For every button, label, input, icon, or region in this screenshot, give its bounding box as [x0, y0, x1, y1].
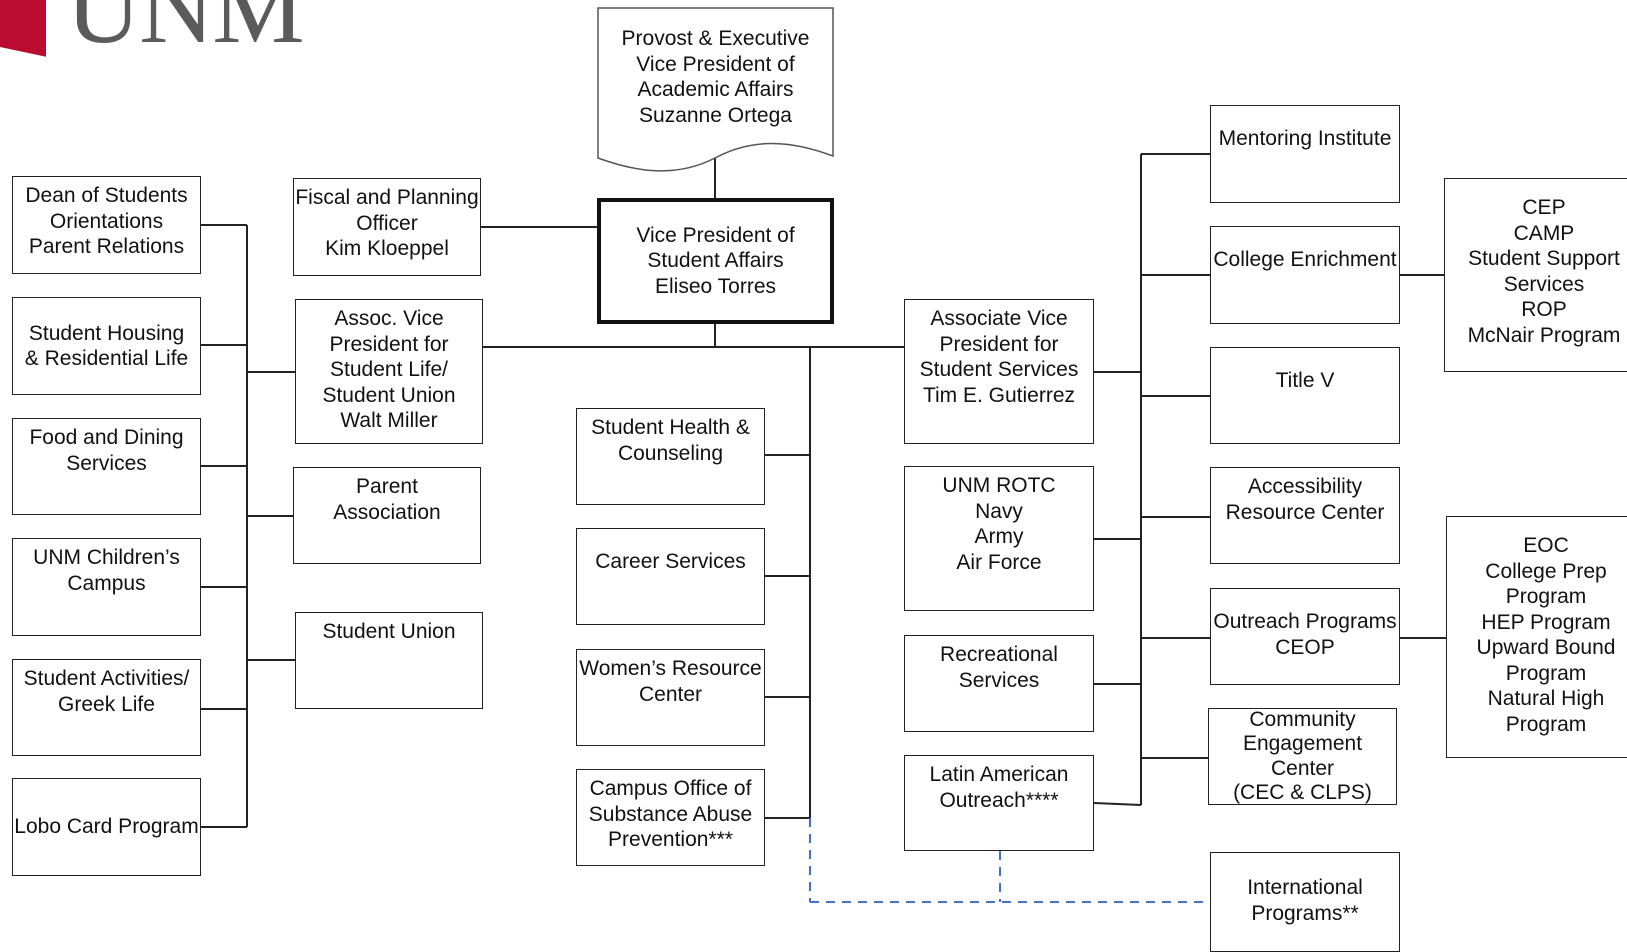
womens-resource-box: Women’s Resource Center	[576, 649, 765, 746]
provost-label: Provost & Executive Vice President of Ac…	[621, 27, 810, 127]
childrens-campus-label: UNM Children’s Campus	[33, 546, 180, 595]
latin-american-outreach-label: Latin American Outreach****	[929, 763, 1069, 812]
outreach-programs-box: Outreach Programs CEOP	[1210, 588, 1400, 685]
assoc-vp-student-life-label: Assoc. Vice President for Student Life/ …	[322, 307, 456, 432]
student-activities-label: Student Activities/ Greek Life	[23, 667, 190, 716]
dean-of-students-box: Dean of Students Orientations Parent Rel…	[12, 176, 201, 274]
accessibility-resource-box: Accessibility Resource Center	[1210, 467, 1400, 564]
college-enrichment-label: College Enrichment	[1213, 248, 1397, 271]
student-housing-label: Student Housing & Residential Life	[24, 321, 189, 371]
eoc-programs-box: EOC College Prep Program HEP Program Upw…	[1446, 516, 1627, 758]
fiscal-officer-label: Fiscal and Planning Officer Kim Kloeppel	[295, 186, 479, 260]
parent-association-label: Parent Association	[333, 475, 441, 524]
eoc-programs-label: EOC College Prep Program HEP Program Upw…	[1476, 534, 1616, 736]
title-v-label: Title V	[1275, 369, 1335, 392]
rotc-box: UNM ROTC Navy Army Air Force	[904, 466, 1094, 611]
outreach-programs-label: Outreach Programs CEOP	[1213, 610, 1397, 659]
community-engagement-box: Community Engagement Center (CEC & CLPS)	[1208, 708, 1397, 805]
vp-student-affairs-label: Vice President of Student Affairs Eliseo…	[636, 223, 795, 298]
title-v-box: Title V	[1210, 347, 1400, 444]
lobo-card-box: Lobo Card Program	[12, 778, 201, 876]
vp-student-affairs-box: Vice President of Student Affairs Eliseo…	[597, 198, 834, 324]
food-dining-label: Food and Dining Services	[29, 426, 184, 475]
unm-logo: UNM	[0, 0, 440, 60]
mentoring-institute-label: Mentoring Institute	[1218, 127, 1392, 150]
student-union-label: Student Union	[322, 620, 456, 643]
substance-abuse-label: Campus Office of Substance Abuse Prevent…	[588, 777, 753, 851]
college-enrichment-box: College Enrichment	[1210, 226, 1400, 324]
assoc-vp-student-services-label: Associate Vice President for Student Ser…	[919, 307, 1079, 407]
dean-of-students-label: Dean of Students Orientations Parent Rel…	[25, 184, 188, 258]
mentoring-institute-box: Mentoring Institute	[1210, 105, 1400, 203]
student-housing-box: Student Housing & Residential Life	[12, 297, 201, 395]
provost-box-outline	[597, 7, 834, 172]
student-health-label: Student Health & Counseling	[591, 416, 750, 465]
latin-american-outreach-box: Latin American Outreach****	[904, 755, 1094, 851]
fiscal-officer-box: Fiscal and Planning Officer Kim Kloeppel	[293, 178, 481, 276]
student-union-box: Student Union	[295, 612, 483, 709]
accessibility-resource-label: Accessibility Resource Center	[1225, 475, 1385, 524]
provost-box: Provost & Executive Vice President of Ac…	[598, 20, 833, 150]
parent-association-box: Parent Association	[293, 467, 481, 564]
career-services-box: Career Services	[576, 528, 765, 625]
international-programs-box: International Programs**	[1210, 852, 1400, 952]
community-engagement-label: Community Engagement Center (CEC & CLPS)	[1233, 707, 1372, 805]
assoc-vp-student-services-box: Associate Vice President for Student Ser…	[904, 299, 1094, 444]
student-activities-box: Student Activities/ Greek Life	[12, 659, 201, 756]
childrens-campus-box: UNM Children’s Campus	[12, 538, 201, 636]
student-health-box: Student Health & Counseling	[576, 408, 765, 505]
food-dining-box: Food and Dining Services	[12, 418, 201, 515]
cep-programs-box: CEP CAMP Student Support Services ROP Mc…	[1444, 178, 1627, 372]
unm-logo-text: UNM	[66, 0, 305, 65]
rotc-label: UNM ROTC Navy Army Air Force	[942, 474, 1056, 574]
cep-programs-label: CEP CAMP Student Support Services ROP Mc…	[1467, 196, 1621, 347]
recreational-services-label: Recreational Services	[940, 643, 1058, 692]
assoc-vp-student-life-box: Assoc. Vice President for Student Life/ …	[295, 299, 483, 444]
womens-resource-label: Women’s Resource Center	[579, 657, 762, 706]
international-programs-label: International Programs**	[1247, 876, 1363, 925]
lobo-card-label: Lobo Card Program	[14, 815, 199, 839]
recreational-services-box: Recreational Services	[904, 635, 1094, 732]
career-services-label: Career Services	[595, 550, 746, 573]
substance-abuse-box: Campus Office of Substance Abuse Prevent…	[576, 769, 765, 866]
